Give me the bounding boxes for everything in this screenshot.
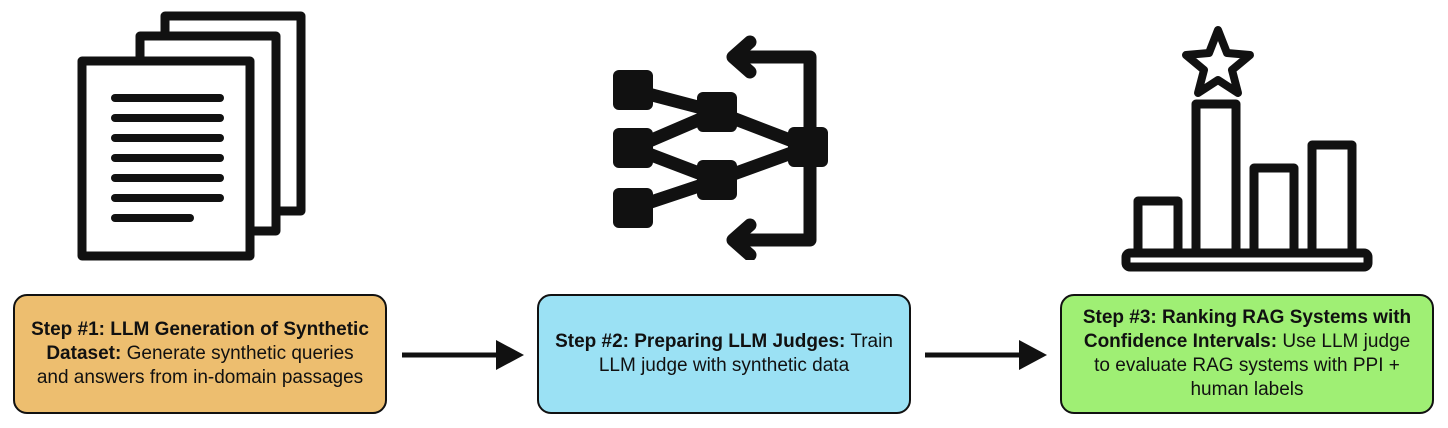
step-1-box: Step #1: LLM Generation of Synthetic Dat… — [13, 294, 387, 414]
step-2-box: Step #2: Preparing LLM Judges: Train LLM… — [537, 294, 911, 414]
bar-chart-star-icon — [1121, 26, 1373, 272]
stacked-documents-icon — [77, 11, 306, 261]
neural-network-feedback-icon — [613, 35, 828, 260]
step-2-text: Step #2: Preparing LLM Judges: Train LLM… — [553, 330, 895, 378]
step-2-body: Train LLM judge with synthetic data — [598, 331, 893, 376]
step-3-text: Step #3: Ranking RAG Systems with Confid… — [1076, 306, 1418, 402]
arrow-right-icon — [925, 340, 1047, 370]
step-3-box: Step #3: Ranking RAG Systems with Confid… — [1060, 294, 1434, 414]
step-2-title: Step #2: Preparing LLM Judges: — [555, 331, 846, 352]
step-3-body: Use LLM judge to evaluate RAG systems wi… — [1094, 331, 1411, 400]
arrow-right-icon — [402, 340, 524, 370]
step-3-title: Step #3: Ranking RAG Systems with Confid… — [1082, 307, 1412, 352]
step-1-title: Step #1: LLM Generation of Synthetic Dat… — [31, 319, 369, 364]
step-1-text: Step #1: LLM Generation of Synthetic Dat… — [29, 318, 371, 390]
step-1-body: Generate synthetic queries and answers f… — [36, 343, 364, 388]
